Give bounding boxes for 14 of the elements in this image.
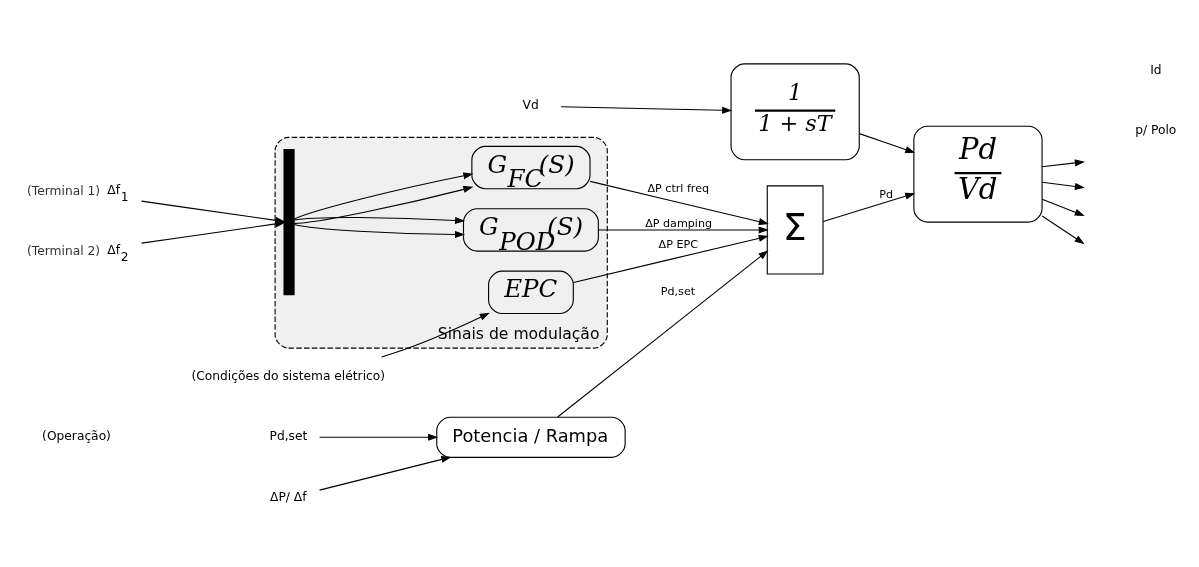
edge-label: Pd xyxy=(879,187,894,201)
node-label: (Terminal 1) xyxy=(27,183,101,198)
node-text: Pd,set xyxy=(269,428,308,443)
label: (Operação) xyxy=(42,428,111,443)
node-text: (Condições do sistema elétrico) xyxy=(191,368,386,383)
node-text: ΔP/ Δf xyxy=(270,489,307,504)
label: p/ Polo xyxy=(1135,122,1177,137)
edge-label: ΔP EPC xyxy=(658,237,698,251)
edge-label: ΔP damping xyxy=(645,216,713,230)
edge-label: Pd,set xyxy=(660,284,696,298)
label: Id xyxy=(1150,62,1162,77)
node-text: Vd xyxy=(522,97,539,112)
edge-label: ΔP ctrl freq xyxy=(647,181,710,195)
node-label: (Terminal 2) xyxy=(27,243,101,258)
